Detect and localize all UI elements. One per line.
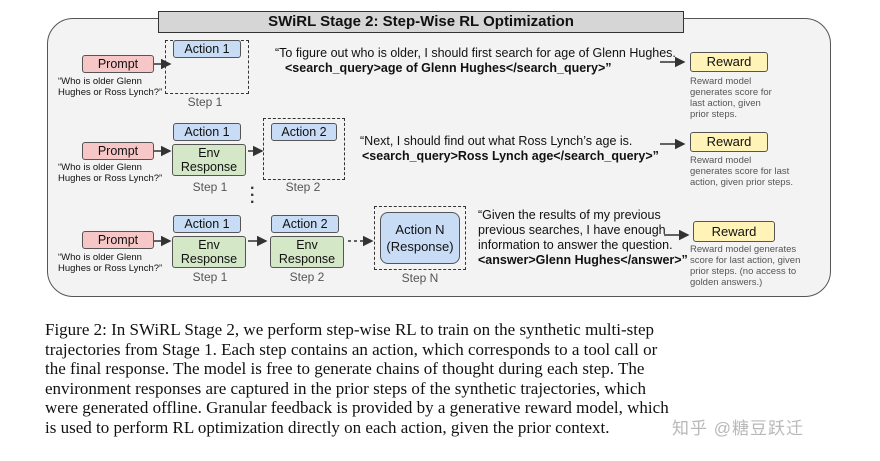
row3-note-line3: prior steps. (no access to bbox=[690, 266, 797, 277]
row3-thought-line2: previous searches, I have enough bbox=[478, 223, 666, 237]
row3-question-line2: Hughes or Ross Lynch?” bbox=[58, 263, 163, 274]
row3-action2-box: Action 2 bbox=[271, 215, 339, 233]
row3-note-line2: score for last action, given bbox=[690, 255, 801, 266]
row3-actionN-line1: Action N bbox=[395, 222, 445, 237]
row3-action1-box: Action 1 bbox=[173, 215, 241, 233]
row3-env1-line2: Response bbox=[180, 252, 238, 266]
row3-step1-label: Step 1 bbox=[192, 270, 228, 284]
caption-line-4: environment responses are captured in th… bbox=[45, 378, 646, 398]
row2-note-line3: action, given prior steps. bbox=[690, 177, 793, 188]
row1-thought-line1: “To figure out who is older, I should fi… bbox=[275, 46, 676, 60]
row1-note-line2: generates score for bbox=[690, 87, 772, 98]
row1-step1-label: Step 1 bbox=[187, 95, 223, 109]
caption-line-6: is used to perform RL optimization direc… bbox=[45, 417, 610, 437]
row1-prompt-box: Prompt bbox=[82, 55, 154, 73]
row2-step2-label: Step 2 bbox=[285, 180, 321, 194]
caption-line-5: were generated offline. Granular feedbac… bbox=[45, 398, 669, 418]
row2-question-line1: “Who is older Glenn bbox=[58, 162, 142, 173]
row1-thought: “To figure out who is older, I should fi… bbox=[275, 46, 676, 76]
row2-step2-frame bbox=[263, 118, 345, 180]
row1-reward-box: Reward bbox=[690, 52, 768, 72]
row2-action1-box: Action 1 bbox=[173, 123, 241, 141]
watermark-text: 知乎 @糖豆跃迁 bbox=[672, 419, 804, 438]
row3-env1-line1: Env bbox=[198, 238, 220, 252]
row1-question-line2: Hughes or Ross Lynch?” bbox=[58, 87, 163, 98]
row3-env2-box: Env Response bbox=[270, 236, 344, 268]
row2-question: “Who is older Glenn Hughes or Ross Lynch… bbox=[58, 162, 162, 184]
row3-note-line1: Reward model generates bbox=[690, 244, 797, 255]
row1-reward-note: Reward model generates score for last ac… bbox=[690, 76, 772, 120]
row3-thought: “Given the results of my previous previo… bbox=[478, 208, 688, 268]
row3-prompt-box: Prompt bbox=[82, 231, 154, 249]
row3-actionN-line2: (Response) bbox=[386, 239, 454, 254]
row2-reward-note: Reward model generates score for last ac… bbox=[690, 155, 793, 188]
row2-reward-box: Reward bbox=[690, 132, 768, 152]
row3-stepN-label: Step N bbox=[401, 271, 439, 285]
caption-line-1: Figure 2: In SWiRL Stage 2, we perform s… bbox=[45, 320, 655, 339]
row3-question-line1: “Who is older Glenn bbox=[58, 252, 142, 263]
row3-env2-line1: Env bbox=[296, 238, 318, 252]
row3-env1-box: Env Response bbox=[172, 236, 246, 268]
continuation-dots: ··· bbox=[250, 180, 256, 211]
row3-note-line4: golden answers.) bbox=[690, 277, 763, 288]
caption-line-3: the final response. The model is free to… bbox=[45, 359, 645, 379]
row2-step1-label: Step 1 bbox=[192, 180, 228, 194]
row2-thought: “Next, I should find out what Ross Lynch… bbox=[360, 134, 659, 164]
row2-thought-line1: “Next, I should find out what Ross Lynch… bbox=[360, 134, 633, 148]
row2-env1-line1: Env bbox=[198, 146, 220, 160]
row3-question: “Who is older Glenn Hughes or Ross Lynch… bbox=[58, 252, 162, 274]
figure-caption: Figure 2: In SWiRL Stage 2, we perform s… bbox=[45, 320, 835, 438]
row1-question-line1: “Who is older Glenn bbox=[58, 76, 142, 87]
row3-thought-line1: “Given the results of my previous bbox=[478, 208, 661, 222]
diagram-title: SWiRL Stage 2: Step-Wise RL Optimization bbox=[158, 11, 684, 33]
row1-note-line4: prior steps. bbox=[690, 109, 737, 120]
row2-note-line1: Reward model bbox=[690, 155, 752, 166]
row2-question-line2: Hughes or Ross Lynch?” bbox=[58, 173, 163, 184]
row3-stepN-frame bbox=[374, 206, 466, 270]
row2-action2-box: Action 2 bbox=[271, 123, 337, 141]
row3-reward-box: Reward bbox=[693, 221, 775, 242]
row2-prompt-box: Prompt bbox=[82, 142, 154, 160]
arrows-layer bbox=[154, 56, 690, 247]
row2-thought-line2: <search_query>Ross Lynch age</search_que… bbox=[362, 149, 659, 163]
row3-reward-note: Reward model generates score for last ac… bbox=[690, 244, 800, 288]
row2-note-line2: generates score for last bbox=[690, 166, 790, 177]
row2-env1-line2: Response bbox=[180, 160, 238, 174]
row3-step2-label: Step 2 bbox=[289, 270, 325, 284]
row1-question: “Who is older Glenn Hughes or Ross Lynch… bbox=[58, 76, 162, 98]
row1-note-line3: last action, given bbox=[690, 98, 761, 109]
row2-env1-box: Env Response bbox=[172, 144, 246, 176]
row3-actionN-box: Action N (Response) bbox=[380, 212, 460, 264]
row3-thought-line4: <answer>Glenn Hughes</answer>” bbox=[478, 253, 688, 267]
row1-action1-box: Action 1 bbox=[173, 40, 241, 58]
row3-env2-line2: Response bbox=[278, 252, 336, 266]
row3-thought-line3: information to answer the question. bbox=[478, 238, 673, 252]
caption-line-2: trajectories from Stage 1. Each step con… bbox=[45, 339, 658, 359]
row1-thought-line2: <search_query>age of Glenn Hughes</searc… bbox=[285, 61, 612, 75]
row1-note-line1: Reward model bbox=[690, 76, 752, 87]
